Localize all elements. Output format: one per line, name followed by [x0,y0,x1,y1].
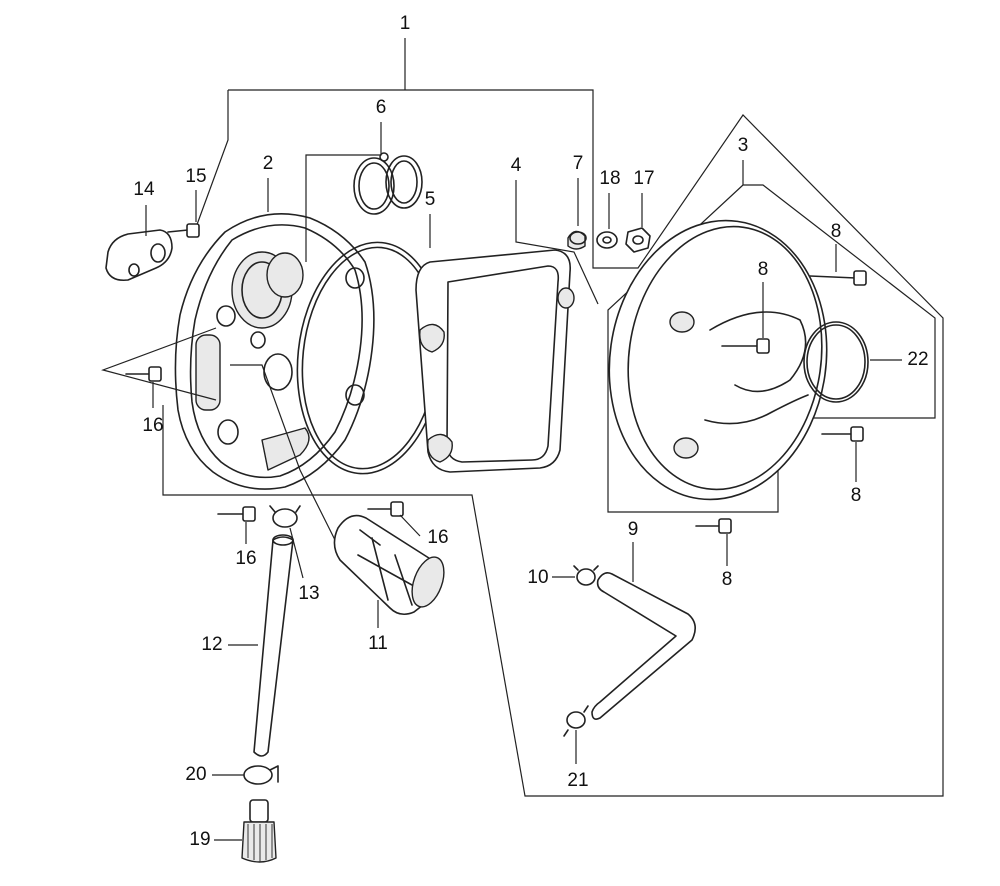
leader-4 [515,180,599,305]
callout-16c: 16 [427,527,448,548]
part-11-intake-boot [333,514,445,616]
leader-6 [305,122,382,262]
callout-20: 20 [185,764,206,785]
part-10-clamp [573,565,599,586]
callout-5: 5 [425,189,436,210]
leader-16a-fan [101,327,217,401]
part-14-bracket [105,229,173,282]
callout-1: 1 [400,13,411,34]
part-8-screw-center [721,338,770,354]
callout-8b: 8 [758,259,769,280]
part-3-cover [608,219,828,501]
part-16-screw-left [125,366,162,382]
part-4-filter-element [415,249,575,473]
callout-8d: 8 [722,569,733,590]
part-20-clamp [243,765,279,785]
callout-13: 13 [298,583,319,604]
leader-13 [289,527,304,579]
callout-11: 11 [368,633,388,654]
part-15-screw [167,223,200,238]
part-8-screw-right [821,426,864,442]
callout-7: 7 [573,153,584,174]
part-22-o-ring [803,321,869,403]
part-19-drain-plug [241,799,277,863]
callout-10: 10 [527,567,548,588]
callout-15: 15 [185,166,206,187]
callout-6: 6 [376,97,387,118]
leader-16c [399,514,421,537]
callout-12: 12 [201,634,222,655]
callout-16b: 16 [235,548,256,569]
callout-19: 19 [189,829,210,850]
callout-2: 2 [263,153,274,174]
callout-18: 18 [599,168,620,189]
part-17-nut [625,227,651,253]
callout-21: 21 [567,770,588,791]
leader-11 [230,364,336,541]
part-12-drain-hose [253,534,294,757]
callout-14: 14 [133,179,155,200]
callout-3: 3 [738,135,749,156]
part-21-clamp [563,705,589,737]
callout-9: 9 [628,519,639,540]
part-16-screw-mid [367,501,404,517]
assembly-boundary [162,89,944,797]
callout-8a: 8 [831,221,842,242]
part-13-clamp [269,505,301,528]
callout-17: 17 [633,168,654,189]
assembly-outline-left [194,90,229,231]
part-18-washer [596,231,618,249]
part-9-breather-hose [591,572,696,720]
part-16-screw-bottom [217,506,256,522]
part-2-airbox-body [174,213,375,490]
part-8-screw-bottom [695,518,732,534]
callout-4: 4 [511,155,522,176]
part-6-gasket [353,152,423,215]
callout-22: 22 [907,349,928,370]
part-7-grommet [567,230,587,250]
part-8-screw-top [809,270,867,286]
callout-16a: 16 [142,415,163,436]
callout-8c: 8 [851,485,862,506]
